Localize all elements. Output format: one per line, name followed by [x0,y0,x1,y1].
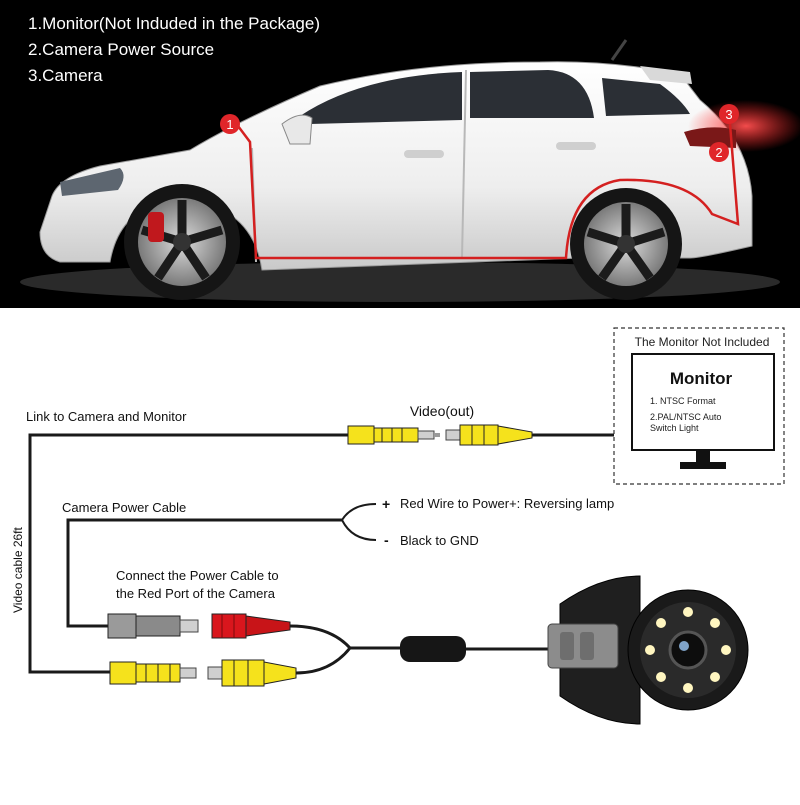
taillight [684,127,736,148]
rear-door-handle [556,142,596,150]
red-wire-branch [341,503,377,521]
monitor-dashed-box [613,327,785,485]
video-to-camera-wire [295,647,352,675]
legend-item-power-source: 2.Camera Power Source [28,40,215,59]
minus-sign: - [384,532,389,548]
door-seam [461,69,467,259]
link-label: Link to Camera and Monitor [26,409,187,424]
rca-male-camera-side [109,661,197,685]
rca-female-camera-side [207,659,297,687]
legend-item-camera: 3.Camera [28,66,103,85]
rca-female-monitor-side [445,424,533,446]
power-cable-label: Camera Power Cable [62,500,186,515]
camera-unit [547,575,749,725]
car-illustration: 1 2 3 [0,0,800,308]
marker-2: 2 [709,142,729,162]
side-mirror [281,114,313,145]
marker-1: 1 [220,114,240,134]
marker-2-label: 2 [715,145,722,160]
power-to-camera-wire [289,624,400,650]
power-cable-wire [66,518,342,628]
quarter-window [602,78,690,116]
cable-route [237,123,740,260]
wiring-diagram-svg: The Monitor Not Included Monitor 1. NTSC… [11,327,785,725]
rear-wheel [570,188,682,300]
camera-lens [668,630,708,670]
marker-1-label: 1 [226,117,233,132]
video-out-label: Video(out) [410,403,474,419]
plus-sign: + [382,496,390,512]
rear-window [470,70,594,118]
monitor-stand [680,462,726,469]
monitor-spec-1: 1. NTSC Format [650,396,716,406]
rca-male-monitor-side [347,425,440,445]
car-photo-section: 1 2 3 1.Monitor(Not Induded in the Packa… [0,0,800,308]
headlight [60,168,124,196]
connect-label-line1: Connect the Power Cable to [116,568,279,583]
front-wheel [124,184,240,300]
marker-3-label: 3 [725,107,732,122]
wiring-diagram: The Monitor Not Included Monitor 1. NTSC… [0,308,800,800]
black-wire-branch [341,519,377,541]
monitor-caption: The Monitor Not Included [635,335,770,349]
antenna [610,39,628,61]
legend-item-monitor: 1.Monitor(Not Induded in the Package) [28,14,321,33]
monitor-spec-2: 2.PAL/NTSC Auto [650,412,721,422]
monitor-title: Monitor [670,369,733,388]
front-window [300,72,462,124]
video-cable-length-label: Video cable 26ft [11,526,25,613]
video-extension-wire [28,433,348,674]
led-ring [645,607,731,693]
black-wire-label: Black to GND [400,533,479,548]
front-door-handle [404,150,444,158]
cable-junction-block [400,636,466,662]
red-wire-label: Red Wire to Power+: Reversing lamp [400,496,614,511]
connect-label-line2: the Red Port of the Camera [116,586,276,601]
power-connector-male [107,613,199,639]
marker-3: 3 [719,104,739,124]
monitor-spec-2b: Switch Light [650,423,699,433]
red-power-port [211,613,291,639]
monitor-screen [631,353,775,451]
roof-spoiler [640,66,692,84]
monitor-neck [696,450,710,464]
